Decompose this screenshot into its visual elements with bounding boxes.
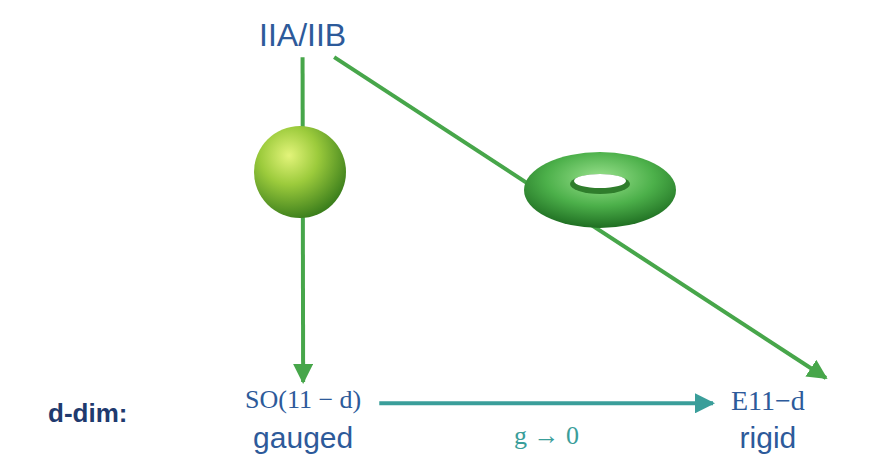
torus-illustration	[524, 152, 676, 228]
sphere-illustration	[254, 126, 346, 218]
reduction-arrow	[334, 57, 826, 378]
edge-label: g → 0	[511, 421, 582, 451]
node-subtitle: rigid	[731, 421, 805, 454]
theory-node: IIA/IIB	[253, 16, 352, 55]
node-title: E11−d	[731, 386, 805, 421]
dimension-label: d-dim:	[48, 398, 127, 429]
node-title: SO(11 − d)	[245, 386, 361, 421]
gauged-group-node: SO(11 − d)gauged	[239, 384, 367, 456]
node-title: IIA/IIB	[259, 18, 346, 53]
rigid-group-node: E11−drigid	[725, 384, 811, 456]
limit-arrow	[379, 401, 713, 405]
reduction-arrow	[301, 57, 306, 382]
node-subtitle: gauged	[245, 421, 361, 454]
